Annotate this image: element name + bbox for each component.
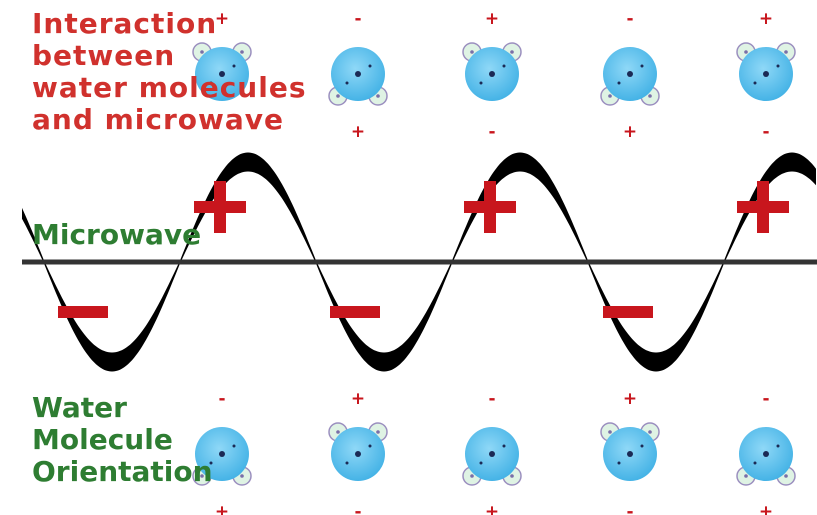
- charge-label: +: [215, 9, 229, 29]
- orientation-label-line: Orientation: [32, 455, 213, 488]
- charge-label: -: [762, 122, 769, 142]
- bottom-molecule-row: -++--++--+: [192, 389, 796, 515]
- top-molecule-row: +-++--++-: [192, 9, 796, 142]
- wave-layer: [22, 152, 816, 372]
- water-molecule: -+: [328, 9, 388, 142]
- charge-label: -: [626, 502, 633, 515]
- water-molecule: -+: [600, 9, 660, 142]
- title-line: water molecules: [32, 71, 307, 104]
- charge-label: -: [762, 389, 769, 409]
- charge-label: +: [351, 122, 365, 142]
- minus-sign: [330, 306, 380, 318]
- orientation-label: Water Molecule Orientation: [32, 392, 213, 488]
- charge-label: -: [218, 389, 225, 409]
- charge-label: -: [354, 9, 361, 29]
- minus-sign: [58, 306, 108, 318]
- orientation-label-line: Water: [32, 391, 127, 424]
- plus-sign: [194, 181, 246, 233]
- charge-label: +: [623, 122, 637, 142]
- charge-label: -: [354, 502, 361, 515]
- charge-label: -: [626, 9, 633, 29]
- charge-label: +: [623, 389, 637, 409]
- water-molecule: +-: [600, 389, 660, 515]
- title-line: between: [32, 39, 176, 72]
- plus-sign: [464, 181, 516, 233]
- charge-label: -: [488, 389, 495, 409]
- title-line: Interaction: [32, 7, 218, 40]
- charge-label: +: [351, 389, 365, 409]
- microwave-label: Microwave: [32, 218, 202, 251]
- orientation-label-line: Molecule: [32, 423, 173, 456]
- charge-label: -: [488, 122, 495, 142]
- charge-label: +: [759, 502, 773, 515]
- sign-layer: [58, 181, 789, 318]
- charge-label: +: [215, 502, 229, 515]
- water-molecule: +-: [736, 9, 796, 142]
- title-line: and microwave: [32, 103, 285, 136]
- minus-sign: [603, 306, 653, 318]
- charge-label: +: [485, 9, 499, 29]
- water-molecule: +: [192, 9, 252, 101]
- diagram-title: Interaction between water molecules and …: [32, 8, 332, 136]
- plus-sign: [737, 181, 789, 233]
- charge-label: +: [759, 9, 773, 29]
- microwave-wave: [22, 152, 816, 372]
- water-molecule: +-: [328, 389, 388, 515]
- charge-label: +: [485, 502, 499, 515]
- water-molecule: +-: [462, 9, 522, 142]
- water-molecule: -+: [462, 389, 522, 515]
- water-molecule: -+: [192, 389, 252, 515]
- water-molecule: -+: [736, 389, 796, 515]
